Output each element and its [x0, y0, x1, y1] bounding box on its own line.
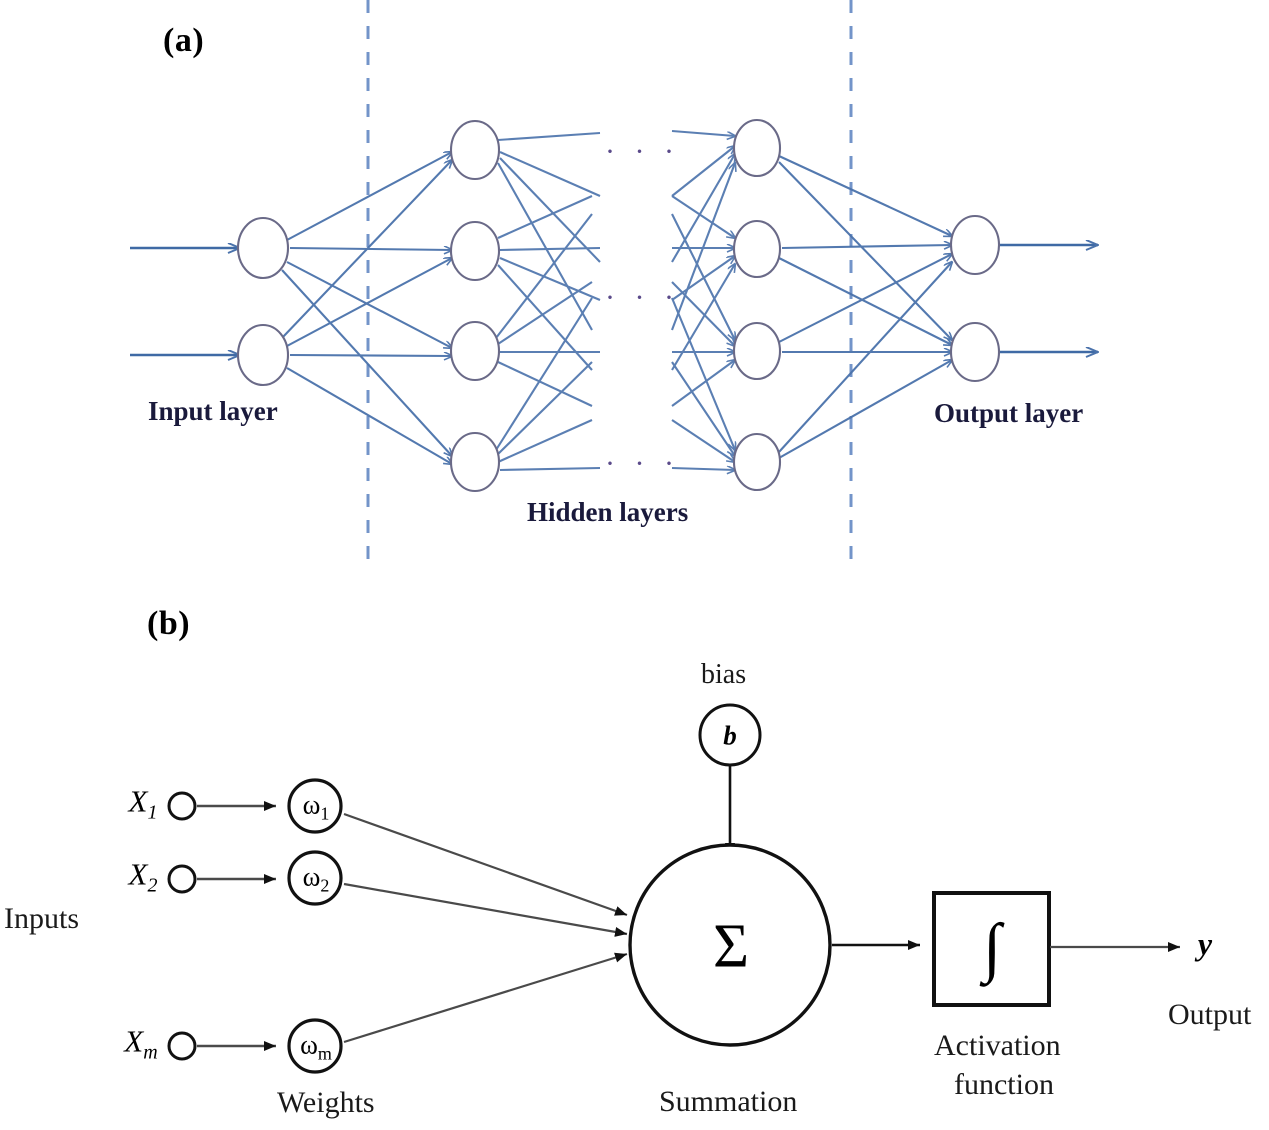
summation-circle — [628, 843, 832, 1047]
input-label-x1: X1 — [128, 783, 158, 824]
summation-label: Summation — [659, 1085, 798, 1118]
node-output-1 — [949, 214, 1001, 276]
edges-hidden2-to-output — [778, 155, 952, 459]
output-layer-nodes — [949, 214, 1001, 383]
input-circle-x2 — [167, 864, 197, 894]
weight-label-wm: ωm — [300, 1029, 332, 1064]
bias-label: bias — [701, 659, 747, 690]
panel-a-tag: (a) — [163, 22, 205, 59]
bias-circle — [698, 703, 762, 767]
summation-symbol: Σ — [712, 912, 750, 981]
input-layer-nodes — [236, 216, 290, 387]
inputs-label: Inputs — [4, 902, 79, 935]
panel-b-group — [167, 703, 1180, 1074]
input-incoming-arrows — [130, 248, 240, 355]
input-node-circles — [167, 791, 197, 1061]
edges-hidden2-incoming — [671, 129, 735, 470]
input-label-xm: Xm — [124, 1023, 158, 1064]
ellipsis-top: · · · — [605, 135, 680, 168]
hidden-layer-2-nodes — [732, 118, 782, 492]
input-label-x2: X2 — [128, 856, 158, 897]
input-layer-label: Input layer — [148, 396, 278, 426]
output-layer-label: Output layer — [934, 398, 1084, 428]
node-hidden1-3 — [449, 320, 501, 382]
panel-a-group — [130, 0, 1098, 572]
node-hidden2-1 — [732, 118, 782, 178]
weight-circle-w1 — [287, 778, 343, 834]
panel-b-tag: (b) — [147, 605, 191, 642]
weight-circle-w2 — [287, 850, 343, 906]
node-output-2 — [949, 321, 1001, 383]
hidden-layers-label: Hidden layers — [527, 497, 689, 527]
input-circle-x1 — [167, 791, 197, 821]
bias-symbol: b — [723, 720, 737, 751]
node-input-2 — [236, 323, 290, 387]
weight-label-w1: ω1 — [302, 789, 330, 824]
weight-to-summation-arrows — [343, 812, 628, 1044]
output-symbol: y — [1197, 925, 1213, 962]
ellipsis-bottom: · · · — [605, 447, 680, 480]
node-hidden2-2 — [732, 219, 782, 279]
hidden-layer-1-nodes — [449, 119, 501, 493]
node-hidden2-4 — [732, 432, 782, 492]
node-hidden1-2 — [449, 220, 501, 282]
edges-input-to-hidden1 — [281, 152, 452, 464]
weight-node-circles — [287, 778, 343, 1074]
activation-symbol: ∫ — [982, 911, 1002, 984]
output-label: Output — [1168, 998, 1252, 1031]
ellipsis-middle: · · · — [605, 281, 680, 314]
node-hidden2-3 — [732, 321, 782, 381]
input-to-weight-arrows — [197, 801, 276, 1051]
output-outgoing-arrows — [998, 245, 1098, 352]
node-hidden1-4 — [449, 431, 501, 493]
weights-label: Weights — [277, 1086, 375, 1119]
node-hidden1-1 — [449, 119, 501, 181]
activation-function-label-line2: function — [954, 1068, 1054, 1101]
edges-hidden1-outgoing — [495, 131, 601, 472]
weight-label-w2: ω2 — [302, 861, 330, 896]
activation-function-box — [932, 891, 1051, 1007]
activation-function-label-line1: Activation — [934, 1029, 1061, 1062]
weight-circle-wm — [287, 1018, 343, 1074]
node-input-1 — [236, 216, 290, 280]
input-circle-xm — [167, 1031, 197, 1061]
